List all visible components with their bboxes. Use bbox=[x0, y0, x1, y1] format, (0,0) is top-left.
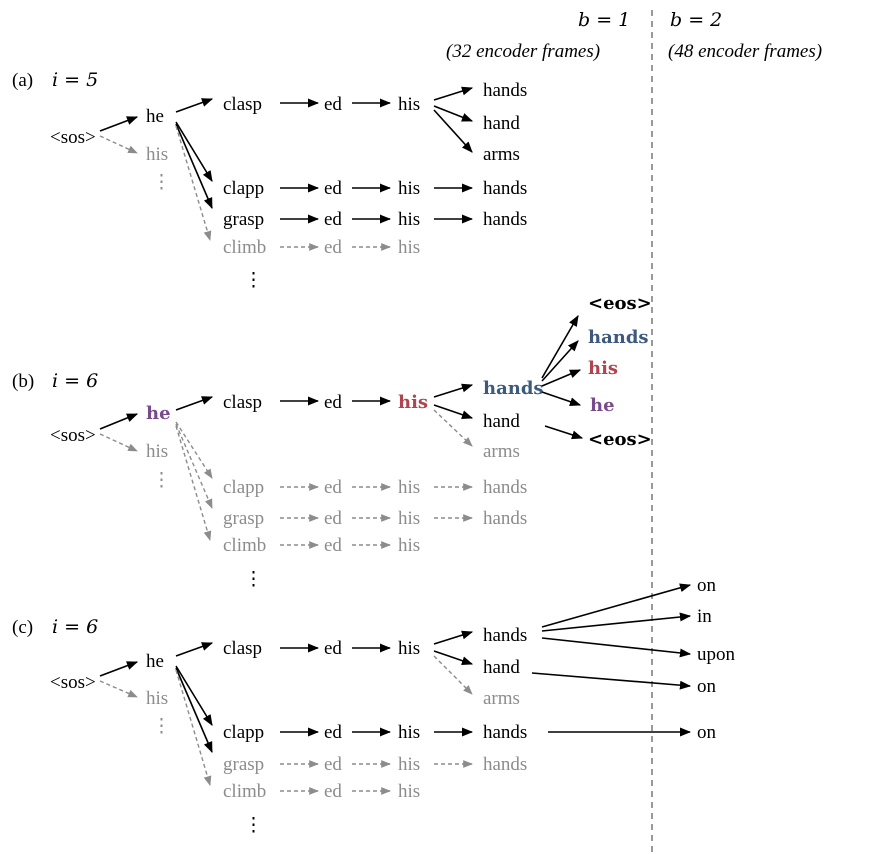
c-grasp: grasp bbox=[223, 754, 264, 775]
c-in: in bbox=[697, 606, 712, 627]
header-b1: b = 1 bbox=[578, 9, 630, 31]
b-his-next: his bbox=[588, 358, 618, 379]
a-he: he bbox=[146, 106, 164, 127]
panel-c-index: i = 6 bbox=[52, 616, 98, 638]
b-ed-1: ed bbox=[324, 392, 342, 413]
header-b2: b = 2 bbox=[670, 9, 722, 31]
b-his-1: his bbox=[398, 392, 428, 413]
a-ed-2: ed bbox=[324, 178, 342, 199]
panel-b-index: i = 6 bbox=[52, 370, 98, 392]
b-arrows bbox=[99, 315, 584, 440]
b-eos-1: <eos> bbox=[588, 293, 652, 314]
c-vdots-2: ⋮ bbox=[244, 814, 263, 836]
a-his-3: his bbox=[398, 209, 420, 230]
b-climb: climb bbox=[223, 535, 266, 556]
c-hands-3: hands bbox=[483, 754, 527, 775]
b-he-next: he bbox=[590, 395, 615, 416]
b-he: he bbox=[146, 403, 171, 424]
c-vdots-1: ⋮ bbox=[152, 715, 171, 737]
c-his-4: his bbox=[398, 781, 420, 802]
a-arrows bbox=[99, 86, 474, 224]
a-his-2: his bbox=[398, 178, 420, 199]
b-ed-4: ed bbox=[324, 535, 342, 556]
a-sos: <sos> bbox=[50, 127, 96, 148]
c-arms: arms bbox=[483, 688, 520, 709]
c-ed-4: ed bbox=[324, 781, 342, 802]
a-clasp: clasp bbox=[223, 94, 262, 115]
c-arrows-pruned bbox=[99, 655, 473, 795]
c-he: he bbox=[146, 651, 164, 672]
a-hand: hand bbox=[483, 113, 520, 134]
b-vdots-2: ⋮ bbox=[244, 568, 263, 590]
b-his-pruned: his bbox=[146, 441, 168, 462]
c-ed-1: ed bbox=[324, 638, 342, 659]
c-ed-2: ed bbox=[324, 722, 342, 743]
c-his-pruned: his bbox=[146, 688, 168, 709]
c-his-3: his bbox=[398, 754, 420, 775]
b-arrows-pruned bbox=[99, 409, 473, 549]
c-upon: upon bbox=[697, 644, 736, 665]
c-on-2: on bbox=[697, 676, 717, 697]
c-clasp: clasp bbox=[223, 638, 262, 659]
a-hands-1: hands bbox=[483, 80, 527, 101]
a-ed-1: ed bbox=[324, 94, 342, 115]
a-his-pruned: his bbox=[146, 144, 168, 165]
panel-a: (a) i = 5 <sos> he his ⋮ clasp ed his ha… bbox=[12, 69, 527, 291]
panel-b-label: (b) bbox=[12, 371, 34, 392]
c-clapp: clapp bbox=[223, 722, 264, 743]
b-sos: <sos> bbox=[50, 425, 96, 446]
b-hands-next: hands bbox=[588, 327, 649, 348]
panel-b: (b) i = 6 <sos> he his ⋮ clasp ed his ha… bbox=[12, 293, 652, 590]
b-grasp: grasp bbox=[223, 508, 264, 529]
c-hands-2: hands bbox=[483, 722, 527, 743]
b-his-3: his bbox=[398, 508, 420, 529]
c-arrows bbox=[99, 583, 692, 754]
c-his-2: his bbox=[398, 722, 420, 743]
b-vdots-1: ⋮ bbox=[152, 469, 171, 491]
b-his-2: his bbox=[398, 477, 420, 498]
b-arms: arms bbox=[483, 441, 520, 462]
a-climb: climb bbox=[223, 237, 266, 258]
header-b1-frames: (32 encoder frames) bbox=[446, 41, 600, 62]
a-hands-3: hands bbox=[483, 209, 527, 230]
panel-c: (c) i = 6 <sos> he his ⋮ clasp ed his ha… bbox=[12, 575, 736, 836]
b-hand: hand bbox=[483, 411, 520, 432]
b-hands-3: hands bbox=[483, 508, 527, 529]
b-eos-2: <eos> bbox=[588, 429, 652, 450]
b-hands-2: hands bbox=[483, 477, 527, 498]
c-his-1: his bbox=[398, 638, 420, 659]
panel-a-index: i = 5 bbox=[52, 69, 98, 91]
header-b2-frames: (48 encoder frames) bbox=[668, 41, 822, 62]
a-ed-3: ed bbox=[324, 209, 342, 230]
panel-c-label: (c) bbox=[12, 617, 33, 638]
a-ed-4: ed bbox=[324, 237, 342, 258]
a-arms: arms bbox=[483, 144, 520, 165]
c-sos: <sos> bbox=[50, 672, 96, 693]
a-vdots-1: ⋮ bbox=[152, 171, 171, 193]
panel-a-label: (a) bbox=[12, 70, 33, 91]
c-on-1: on bbox=[697, 575, 717, 596]
a-hands-2: hands bbox=[483, 178, 527, 199]
b-his-4: his bbox=[398, 535, 420, 556]
c-on-3: on bbox=[697, 722, 717, 743]
c-hands-1: hands bbox=[483, 625, 527, 646]
c-hand: hand bbox=[483, 657, 520, 678]
a-grasp: grasp bbox=[223, 209, 264, 230]
a-vdots-2: ⋮ bbox=[244, 269, 263, 291]
a-his-1: his bbox=[398, 94, 420, 115]
c-climb: climb bbox=[223, 781, 266, 802]
b-hands-1: hands bbox=[483, 378, 544, 399]
a-arrows-pruned bbox=[99, 125, 391, 251]
b-clasp: clasp bbox=[223, 392, 262, 413]
b-ed-2: ed bbox=[324, 477, 342, 498]
b-ed-3: ed bbox=[324, 508, 342, 529]
b-clapp: clapp bbox=[223, 477, 264, 498]
a-clapp: clapp bbox=[223, 178, 264, 199]
a-his-4: his bbox=[398, 237, 420, 258]
c-ed-3: ed bbox=[324, 754, 342, 775]
